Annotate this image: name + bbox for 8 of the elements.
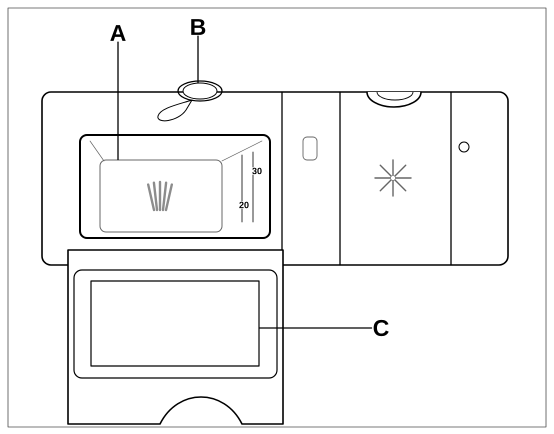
door-window (90, 280, 260, 367)
knob (182, 82, 218, 100)
callout-letter: C (374, 320, 389, 336)
rinse-compartment-lid (100, 160, 222, 232)
callout-letter: A (110, 25, 126, 41)
leader-line (117, 41, 119, 160)
leader-line (258, 327, 372, 329)
callout-letter: B (191, 19, 206, 35)
